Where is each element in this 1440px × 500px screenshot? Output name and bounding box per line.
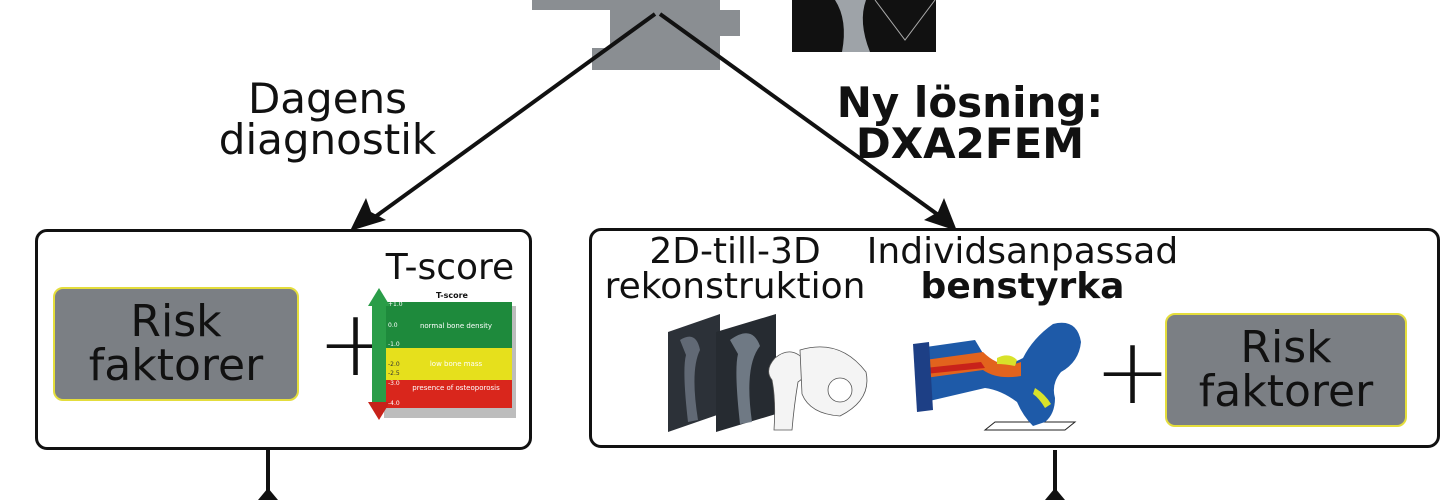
dxa-image-1 [668,314,720,432]
arrow-to-right-box [658,12,950,224]
tick-minus4: -4.0 [388,400,400,407]
dxa-scanner-illustration [532,0,936,70]
label-dagens-diagnostik: Dagens diagnostik [218,74,437,165]
fem-strength-model [913,322,1081,431]
tick-0: 0.0 [388,322,398,329]
risk-factors-box-right: Risk faktorer [1165,313,1407,427]
arrowhead-left [350,198,386,231]
arrow-to-left-box [366,12,657,224]
tick-minus3: -3.0 [388,380,400,387]
risk-factors-box-left: Risk faktorer [53,287,299,401]
tscore-chart: T-score +1.0 0.0 -1.0 -2.0 -2.5 -3.0 -4.… [368,288,516,420]
label-2d-3d-reconstruction: 2D-till-3D rekonstruktion [604,231,866,308]
band-low [382,348,512,380]
tscore-title: T-score [385,247,515,288]
band-normal [382,302,512,348]
label-individual-strength: Individsanpassad benstyrka [866,231,1179,308]
label-ny-losning: Ny lösning: DXA2FEM [836,78,1104,169]
band-label-normal: normal bone density [420,322,492,330]
reconstruction-illustration [668,314,868,432]
tick-minus2: -2.0 [388,361,400,368]
tscore-chart-title: T-score [436,291,469,300]
band-osteoporosis [382,380,512,408]
tick-minus1: -1.0 [388,341,400,348]
plus-sign-right: + [1094,318,1172,425]
dxa-image-2 [716,314,776,432]
tick-minus25: -2.5 [388,370,400,377]
tick-plus1: +1.0 [388,301,403,308]
arrowhead-right [924,198,957,231]
band-label-osteoporosis: presence of osteoporosis [412,384,500,392]
band-label-low: low bone mass [430,360,483,368]
femur-3d-model [768,346,868,431]
tscore-ticks: +1.0 0.0 -1.0 -2.0 -2.5 -3.0 -4.0 [388,301,403,407]
